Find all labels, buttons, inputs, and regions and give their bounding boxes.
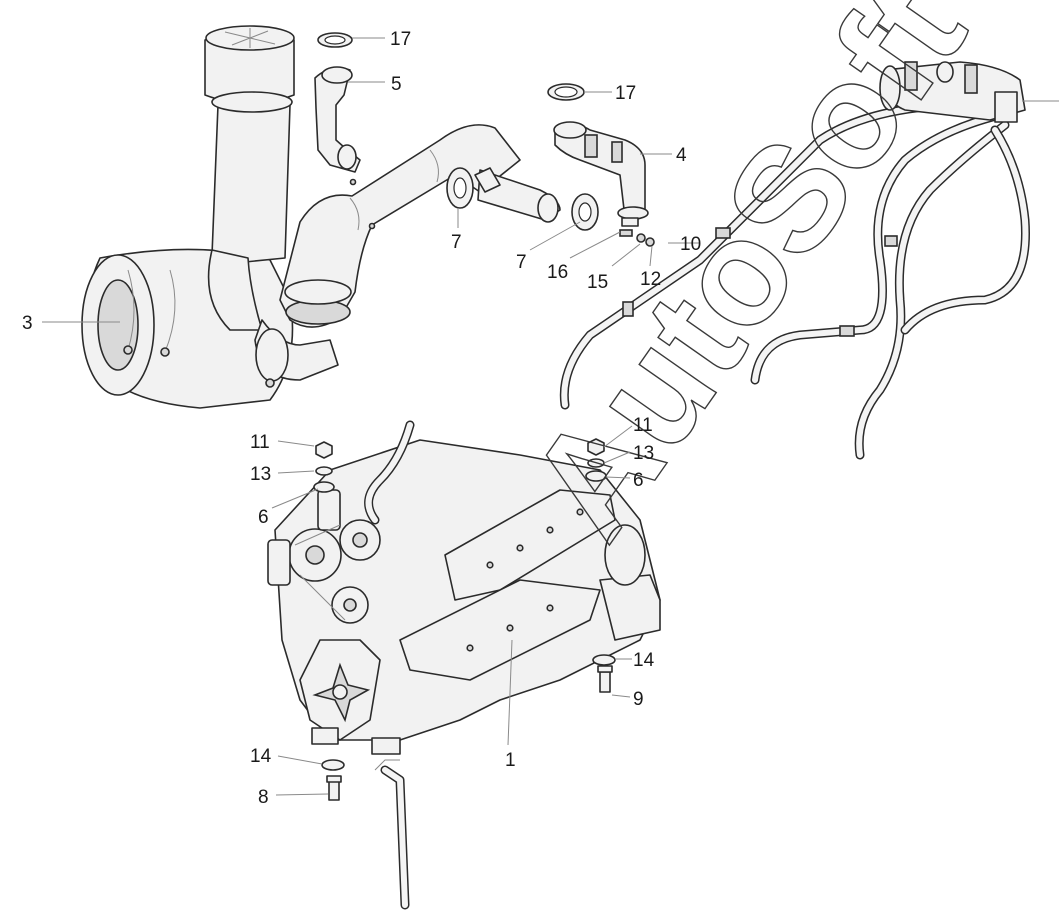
callout-5: 5	[391, 74, 402, 95]
callout-6-right: 6	[633, 470, 644, 491]
elbow-pipe-4	[553, 121, 649, 227]
callout-14-right: 14	[633, 650, 655, 671]
gasket-right	[571, 193, 599, 231]
callout-11-left: 11	[250, 432, 270, 453]
filter-assembly-right	[879, 61, 1026, 123]
callout-13-right: 13	[633, 443, 654, 464]
callout-12: 12	[640, 269, 661, 290]
callout-15: 15	[587, 272, 608, 293]
clamp-17-left	[317, 32, 353, 48]
mount-fasteners	[313, 438, 616, 801]
air-cleaner-assembly	[81, 25, 339, 409]
clamp-17-right	[547, 83, 585, 101]
callout-4: 4	[676, 145, 687, 166]
callout-1: 1	[505, 750, 516, 771]
callout-11-right: 11	[633, 415, 653, 436]
engine-block	[267, 420, 661, 910]
callout-9: 9	[633, 689, 644, 710]
callout-16: 16	[547, 262, 568, 283]
small-fasteners	[619, 229, 655, 247]
leader-lines	[42, 37, 1059, 796]
callout-10: 10	[680, 234, 701, 255]
callout-17-right: 17	[615, 83, 636, 104]
gasket-left	[446, 167, 474, 209]
callout-7-right: 7	[516, 252, 527, 273]
callout-14-left: 14	[250, 746, 272, 767]
callout-3: 3	[22, 313, 33, 334]
callout-8: 8	[258, 787, 269, 808]
callout-7-left: 7	[451, 232, 462, 253]
callout-6-left: 6	[258, 507, 269, 528]
elbow-pipe-5	[314, 66, 361, 173]
callout-labels: 17 5 17 4 3 7 7 16 15 12 10 11 13 6 11 1…	[22, 29, 701, 808]
callout-13-left: 13	[250, 464, 271, 485]
callout-17-left: 17	[390, 29, 411, 50]
